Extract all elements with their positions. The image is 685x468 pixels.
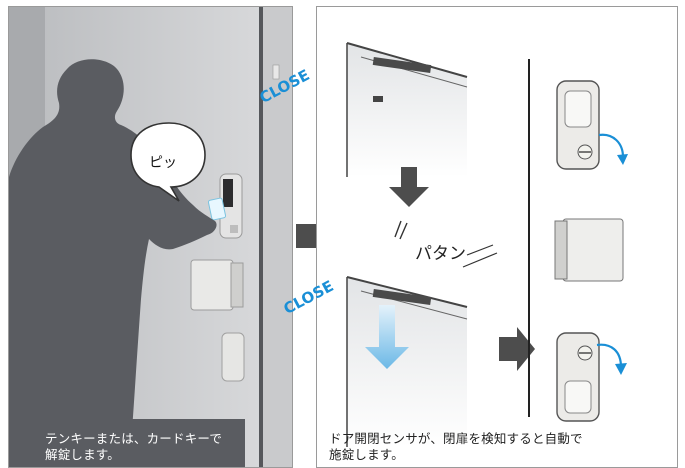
arrow-right-small-icon <box>499 327 535 371</box>
arrow-down-icon <box>389 167 429 207</box>
card-key <box>207 197 227 221</box>
door-frame-right <box>263 7 292 467</box>
bubble-text: ピッ <box>149 155 177 171</box>
sound-effect-text: パタン <box>415 244 466 264</box>
arrow-down-blue-icon <box>365 305 409 369</box>
unlock-illustration <box>9 7 292 467</box>
right-caption: ドア開閉センサが、閉扉を検知すると自動で 施錠します。 <box>329 431 583 463</box>
left-caption-line2: 解錠します。 <box>45 447 120 462</box>
auto-lock-illustration <box>346 42 628 447</box>
door-frame-closed <box>346 276 468 447</box>
left-caption: テンキーまたは、カードキーで 解錠します。 <box>45 431 222 463</box>
left-panel: ピッ テンキーまたは、カードキーで 解錠します。 <box>8 6 293 468</box>
speech-bubble <box>130 122 206 202</box>
door-edge <box>259 7 263 467</box>
lock-top <box>556 80 628 170</box>
lower-lock <box>221 332 245 382</box>
right-caption-line2: 施錠します。 <box>329 447 404 462</box>
door-frame-open <box>346 42 468 177</box>
lock-bottom <box>556 332 627 422</box>
right-caption-line1: ドア開閉センサが、閉扉を検知すると自動で <box>329 431 583 446</box>
left-caption-line1: テンキーまたは、カードキーで <box>45 431 223 446</box>
right-panel: パタン ドア開閉センサが、閉扉を検知すると自動で 施錠します。 <box>316 6 678 468</box>
handle-closed <box>554 218 624 282</box>
keypad-lock <box>219 173 243 239</box>
person-silhouette <box>9 59 217 467</box>
door-handle <box>190 259 244 311</box>
